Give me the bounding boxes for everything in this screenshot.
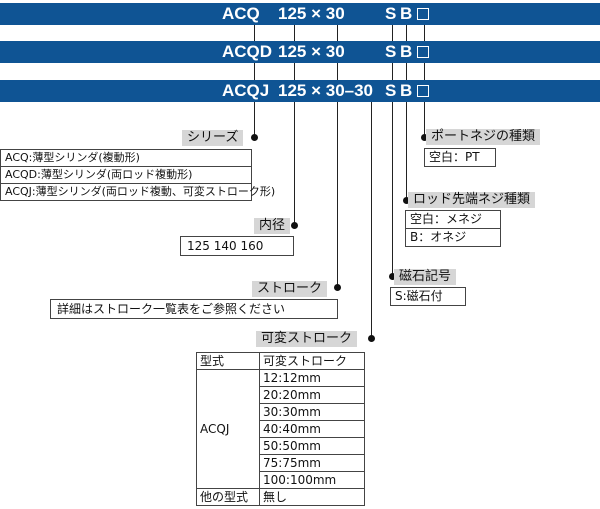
code-prefix-acqj: ACQJ <box>222 81 270 100</box>
connector-line <box>406 25 407 41</box>
bore-values: 125 140 160 <box>187 239 264 253</box>
bore-options: 125 140 160 <box>180 236 294 256</box>
code-size-acq: 125 × 30 <box>278 4 345 23</box>
code-s-acqj: S <box>385 81 397 100</box>
port-thread-item: 空白：PT <box>429 150 480 164</box>
series-label: シリーズ <box>182 130 244 146</box>
table-model: ACQJ <box>196 369 260 489</box>
connector-dot <box>403 197 410 204</box>
port-thread-label: ポートネジの種類 <box>426 129 541 145</box>
connector-line <box>392 25 393 41</box>
connector-line <box>424 63 425 80</box>
connector-dot <box>389 273 396 280</box>
code-b-acqj: B <box>400 81 413 100</box>
magnet-item: S:磁石付 <box>395 289 443 303</box>
stroke-options: 詳細はストローク一覧表をご参照ください <box>50 299 338 319</box>
table-other-type: 他の型式 <box>196 488 260 506</box>
port-thread-options: 空白：PT <box>424 148 496 167</box>
connector-dot <box>334 284 341 291</box>
code-size-acqj: 125 × 30–30 <box>278 81 374 100</box>
connector-dot <box>421 134 428 141</box>
table-header-type: 型式 <box>196 352 260 370</box>
code-prefix-acq: ACQ <box>222 4 260 23</box>
series-item-acq: ACQ:薄型シリンダ(複動形) <box>1 150 251 167</box>
code-prefix-acqd: ACQD <box>222 42 273 61</box>
table-other-value: 無し <box>259 488 365 506</box>
variable-stroke-label: 可変ストローク <box>256 331 358 347</box>
code-suffix-box <box>417 85 429 97</box>
code-s-acq: S <box>385 4 397 23</box>
stroke-note: 詳細はストローク一覧表をご参照ください <box>57 302 286 316</box>
bore-label: 内径 <box>254 218 291 234</box>
code-b-acq: B <box>400 4 413 23</box>
code-suffix-box <box>417 8 429 20</box>
connector-line <box>392 63 393 80</box>
connector-line <box>254 102 255 138</box>
connector-line <box>371 102 372 338</box>
connector-line <box>424 25 425 41</box>
magnet-label: 磁石記号 <box>394 269 457 285</box>
table-row: 30:30mm <box>259 403 365 421</box>
table-row: 20:20mm <box>259 386 365 404</box>
rod-thread-label: ロッド先端ネジ種類 <box>408 192 536 208</box>
rod-thread-item: 空白：メネジ <box>406 211 500 229</box>
connector-dot <box>251 134 258 141</box>
connector-line <box>294 25 295 41</box>
code-bar-acqd <box>0 41 600 63</box>
code-s-acqd: S <box>385 42 397 61</box>
series-item-acqj: ACQJ:薄型シリンダ(両ロッド複動、可変ストローク形) <box>5 185 276 198</box>
connector-line <box>294 102 295 226</box>
table-row: 12:12mm <box>259 369 365 387</box>
magnet-options: S:磁石付 <box>390 287 466 306</box>
code-bar-acq <box>0 3 600 25</box>
variable-stroke-table: 型式 可変ストローク ACQJ 12:12mm 20:20mm 30:30mm … <box>196 352 365 506</box>
connector-line <box>294 63 295 80</box>
connector-line <box>424 102 425 138</box>
table-row: 100:100mm <box>259 471 365 489</box>
rod-thread-options: 空白：メネジ B：オネジ <box>405 210 501 247</box>
connector-line <box>406 63 407 80</box>
series-options: ACQ:薄型シリンダ(複動形) ACQD:薄型シリンダ(両ロッド複動形) ACQ… <box>0 149 276 201</box>
connector-dot <box>368 335 375 342</box>
table-row: 50:50mm <box>259 437 365 455</box>
connector-line <box>254 25 255 41</box>
code-size-acqd: 125 × 30 <box>278 42 345 61</box>
connector-line <box>337 25 338 41</box>
connector-line <box>254 63 255 80</box>
connector-line <box>392 102 393 280</box>
code-suffix-box <box>417 46 429 58</box>
connector-line <box>406 102 407 201</box>
rod-thread-item: B：オネジ <box>410 230 467 244</box>
table-row: 40:40mm <box>259 420 365 438</box>
series-item-acqd: ACQD:薄型シリンダ(両ロッド複動形) <box>1 167 251 184</box>
table-header-value: 可変ストローク <box>259 352 365 370</box>
code-bar-acqj <box>0 80 600 102</box>
code-b-acqd: B <box>400 42 413 61</box>
stroke-label: ストローク <box>252 281 328 297</box>
connector-dot <box>291 222 298 229</box>
connector-line <box>337 102 338 288</box>
table-row: 75:75mm <box>259 454 365 472</box>
connector-line <box>337 63 338 80</box>
